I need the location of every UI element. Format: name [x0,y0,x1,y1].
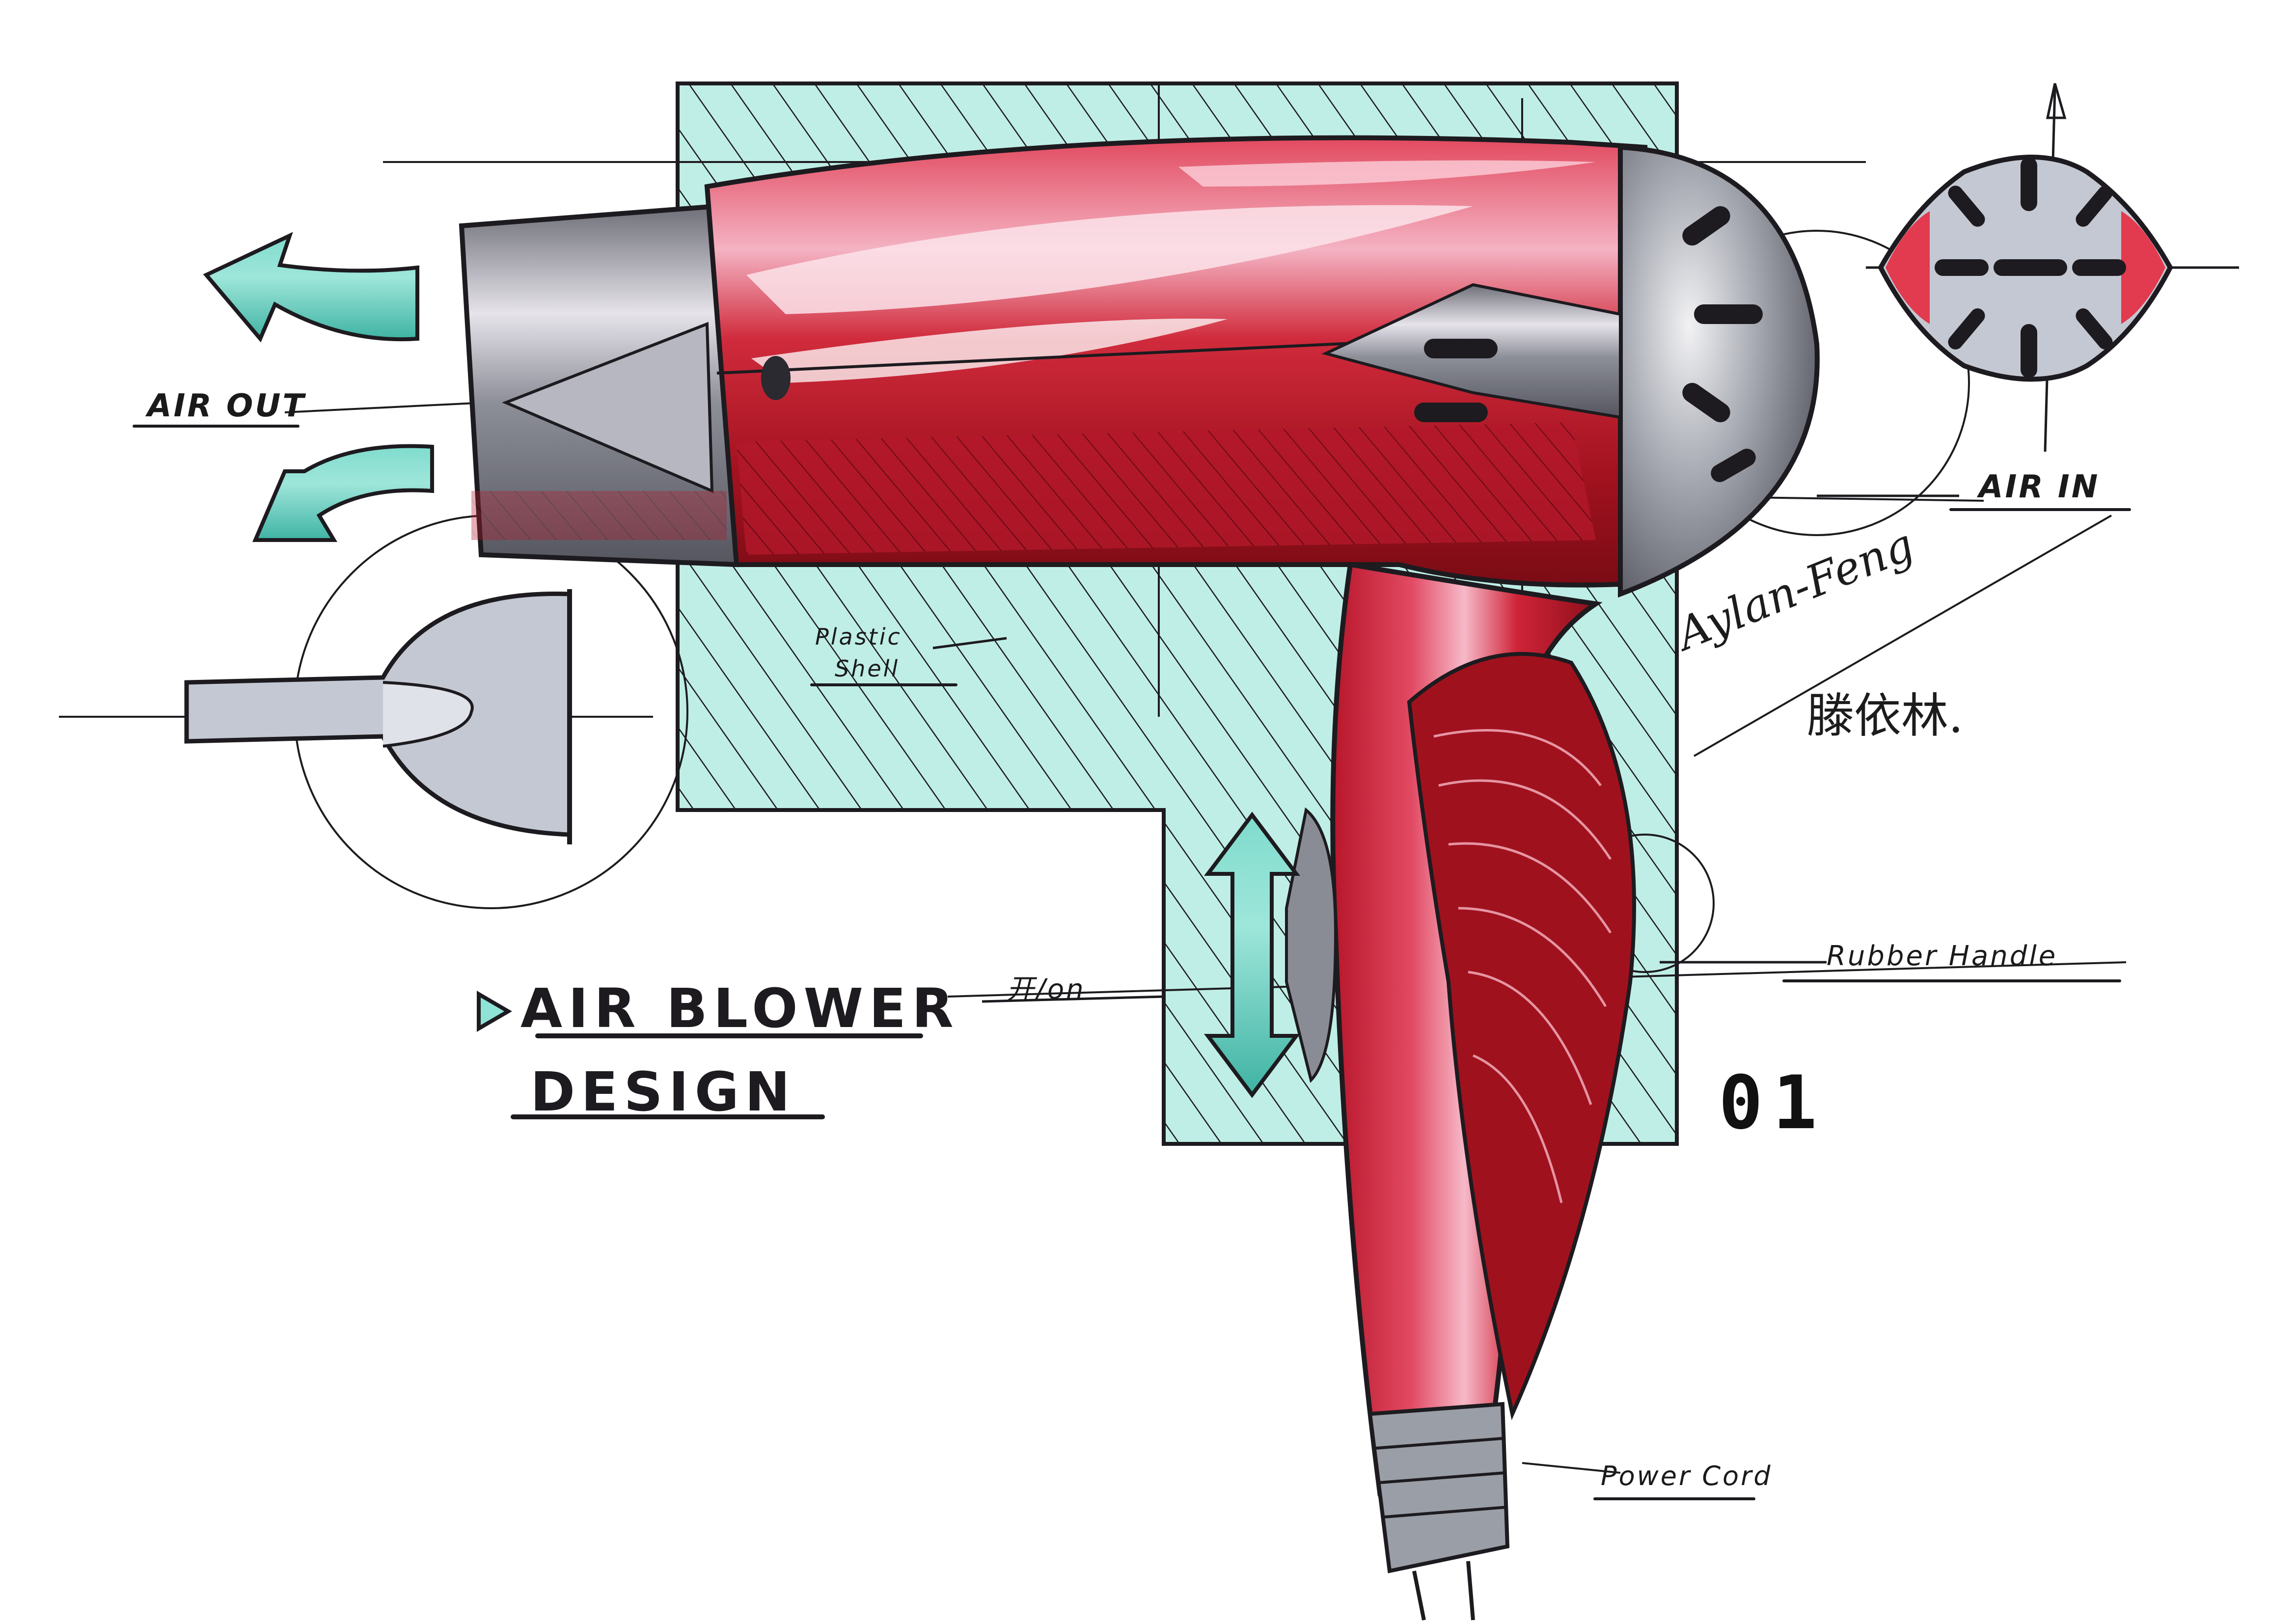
plastic-shell-underline [810,683,957,686]
rear-intake-cap [1321,144,1820,598]
triangle-bullet-icon [477,991,512,1032]
label-plastic-shell-line2: Shell [835,655,900,682]
curved-arrow-left-icon [203,232,419,343]
label-plastic-shell-line1: Plastic [815,623,902,650]
rear-view-detail [1866,83,2239,452]
air-in-underline [1949,508,2131,511]
nozzle-attachment-view [184,589,572,844]
designer-signature-chinese: 滕依林. [1807,688,1964,743]
power-cord-underline [1593,1497,1755,1500]
air-out-underline [133,425,300,428]
sheet-number: 01 [1719,1060,1827,1146]
label-air-in: AIR IN [1979,469,2100,505]
curved-arrow-down-left-icon [252,444,434,542]
dryer-handle [1285,562,1636,1621]
dryer-body [704,135,1648,588]
title-underline-1 [535,1033,923,1038]
leader-lines [932,494,1959,1003]
double-arrow-vertical-icon [1204,812,1300,1098]
label-rubber-handle: Rubber Handle [1827,940,2058,972]
label-power-cord: Power Cord [1601,1461,1773,1491]
sheet-title-line2: DESIGN [530,1060,796,1123]
title-underline-2 [511,1114,825,1119]
rubber-handle-underline [1782,979,2121,982]
nozzle-concentrator [459,203,739,568]
label-switch: 开/on [1007,974,1086,1005]
sheet-title-line1: AIR BLOWER [520,977,959,1040]
label-air-out: AIR OUT [147,388,306,424]
